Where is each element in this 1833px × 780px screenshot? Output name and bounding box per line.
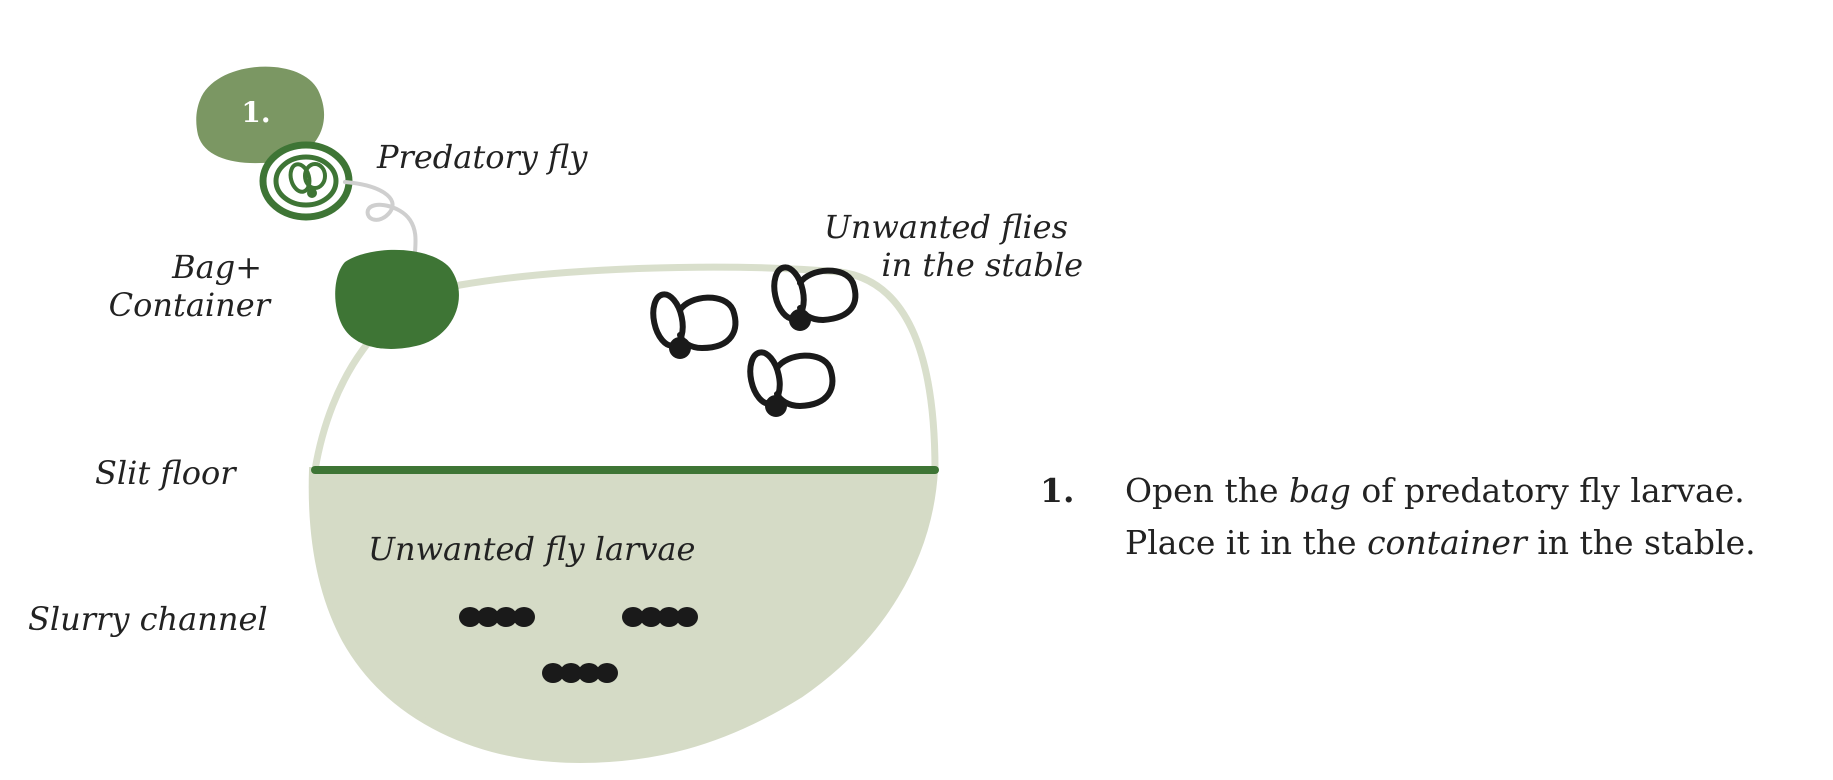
label-unwanted-larvae: Unwanted fly larvae	[368, 530, 695, 568]
larvae-group	[459, 607, 698, 683]
step-line-2-end: in the stable.	[1526, 523, 1756, 562]
label-bag-container-line2: Container	[109, 286, 272, 324]
step-line-2-emphasis: container	[1367, 523, 1527, 562]
label-unwanted-flies-line1: Unwanted flies	[824, 208, 1068, 246]
larva-icon	[459, 607, 535, 627]
unwanted-fly-icon	[771, 264, 859, 331]
label-unwanted-flies-line2: in the stable	[881, 246, 1083, 284]
step-line-1-start: Open the	[1125, 471, 1289, 510]
label-predatory-fly: Predatory fly	[376, 138, 588, 176]
unwanted-fly-icon	[747, 349, 836, 417]
bag-container-blob	[335, 249, 459, 349]
label-slit-floor: Slit floor	[95, 454, 237, 492]
step-badge	[196, 66, 325, 164]
label-slurry-channel: Slurry channel	[28, 600, 268, 638]
bag-connector-curl	[343, 180, 418, 257]
step-line-1-emphasis: bag	[1289, 471, 1351, 510]
label-bag-container-line1: Bag+	[171, 248, 262, 286]
predatory-fly-icon	[259, 141, 353, 221]
step-badge-label: 1.	[241, 96, 270, 129]
step-text: Open the bag of predatory fly larvae. Pl…	[1125, 465, 1756, 569]
step-line-2-start: Place it in the	[1125, 523, 1368, 562]
unwanted-fly-icon	[650, 291, 739, 359]
step-line-1-end: of predatory fly larvae.	[1350, 471, 1745, 510]
larva-icon	[622, 607, 698, 627]
larva-icon	[542, 663, 618, 683]
step-line-1: Open the bag of predatory fly larvae.	[1125, 465, 1756, 517]
step-instruction: 1. Open the bag of predatory fly larvae.…	[1040, 465, 1800, 569]
step-line-2: Place it in the container in the stable.	[1125, 517, 1756, 569]
step-number: 1.	[1040, 471, 1075, 510]
